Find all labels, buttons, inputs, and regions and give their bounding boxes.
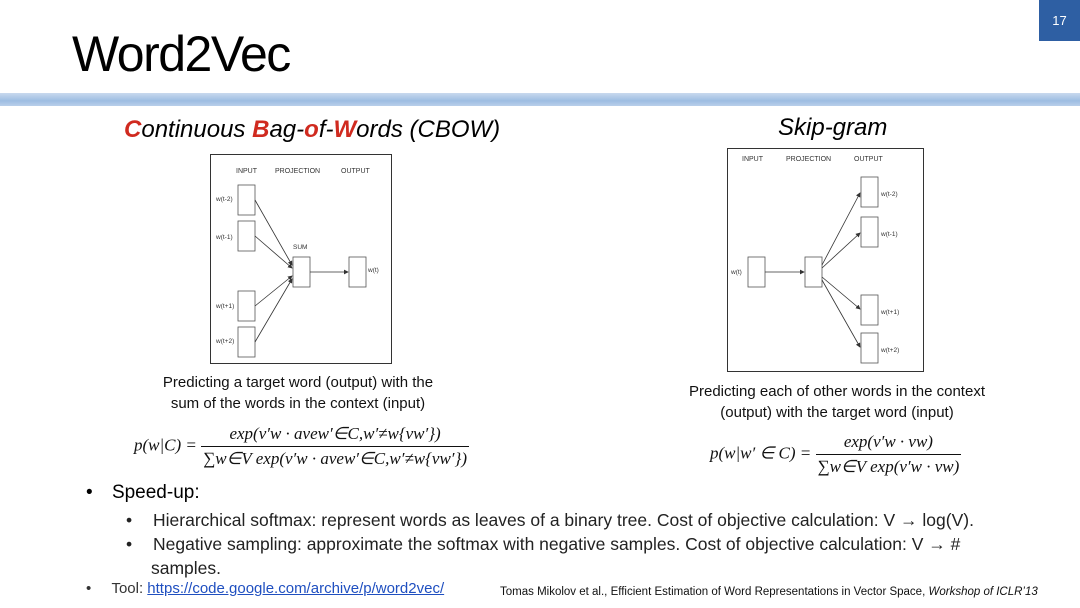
cbow-heading-w: W [333,116,357,143]
cbow-projection-label: PROJECTION [275,168,320,175]
cbow-input-node [237,220,256,252]
skipgram-formula-denominator: ∑w∈V exp(v′w · vw) [817,457,960,476]
slide-number: 17 [1039,0,1080,41]
cbow-caption-line: Predicting a target word (output) with t… [162,374,434,391]
bullet-dot: • [126,510,133,530]
skipgram-formula-fraction: exp(v′w · vw) ∑w∈V exp(v′w · vw) [815,432,962,477]
skipgram-edge [821,192,861,266]
cbow-heading-text-3: f- [318,116,334,143]
skipgram-heading: Skip-gram [778,114,888,141]
skipgram-caption-line: Predicting each of other words in the co… [688,383,985,400]
citation: Tomas Mikolov et al., Efficient Estimati… [500,586,1038,598]
skipgram-input-label: INPUT [742,156,764,163]
cbow-input-word: w(t-1) [215,234,233,241]
skipgram-projection-node [804,256,823,288]
skipgram-formula-lhs: p(w|w′ ∈ C) = [710,443,812,463]
negative-sampling-text: Negative sampling: approximate the softm… [153,534,961,554]
negative-sampling-bullet: • Negative sampling: approximate the sof… [126,532,960,556]
cbow-heading: Continuous Bag-of-Words (CBOW) [124,114,500,146]
skipgram-input-node [747,256,766,288]
citation-venue: Workshop of ICLR’13 [928,586,1038,598]
cbow-edge [254,278,293,343]
bullet-dot: • [86,482,93,503]
cbow-heading-b: B [252,116,270,143]
speedup-label: Speed-up: [111,482,200,503]
skipgram-output-word: w(t-1) [880,231,898,238]
cbow-input-word: w(t+1) [215,303,234,310]
title-divider-bar [0,93,1080,106]
cbow-input-node [237,184,256,216]
skipgram-output-node [860,332,879,364]
citation-text: Tomas Mikolov et al., Efficient Estimati… [500,586,929,598]
skipgram-output-node [860,176,879,208]
cbow-heading-o: o [304,116,319,143]
skipgram-projection-label: PROJECTION [786,156,831,163]
bullet-dot: • [126,534,133,554]
cbow-architecture-diagram: INPUT PROJECTION OUTPUT w(t-2) w(t-1) w(… [210,154,392,364]
tool-label: Tool: [111,580,148,597]
cbow-edge [254,235,293,269]
cbow-formula-denominator: ∑w∈V exp(v′w · avew′∈C,w′≠w{vw′}) [203,449,467,468]
skipgram-output-node [860,216,879,248]
speedup-bullet: • Speed-up: [86,482,200,504]
skipgram-output-word: w(t+1) [880,309,899,316]
cbow-input-node [237,290,256,322]
cbow-input-label: INPUT [236,168,258,175]
skipgram-edge [821,279,861,348]
cbow-heading-text-2: ag- [269,116,305,143]
cbow-heading-text-1: ontinuous [141,116,253,143]
tool-bullet: • Tool: https://code.google.com/archive/… [86,580,444,597]
hierarchical-softmax-bullet: • Hierarchical softmax: represent words … [126,508,974,532]
word2vec-link[interactable]: https://code.google.com/archive/p/word2v… [147,580,445,597]
cbow-edge [254,275,293,307]
skipgram-output-node [860,294,879,326]
cbow-output-label: OUTPUT [341,168,371,175]
skipgram-input-word: w(t) [730,269,742,276]
skipgram-edge [821,232,861,269]
hierarchical-softmax-text: Hierarchical softmax: represent words as… [153,510,974,530]
cbow-input-node [237,326,256,358]
cbow-caption: Predicting a target word (output) with t… [130,372,466,414]
cbow-heading-c: C [124,116,142,143]
cbow-formula-fraction: exp(v′w · avew′∈C,w′≠w{vw′}) ∑w∈V exp(v′… [201,424,469,469]
skipgram-architecture-diagram: INPUT PROJECTION OUTPUT w(t) w(t-2) w(t-… [727,148,924,372]
slide-title: Word2Vec [72,26,291,82]
cbow-formula-numerator: exp(v′w · avew′∈C,w′≠w{vw′}) [201,424,469,447]
skipgram-caption-line: (output) with the target word (input) [720,404,954,421]
cbow-heading-text-4: ords (CBOW) [356,116,501,143]
skipgram-edge [821,276,861,310]
cbow-caption-line: sum of the words in the context (input) [170,395,426,412]
skipgram-formula: p(w|w′ ∈ C) = exp(v′w · vw) ∑w∈V exp(v′w… [710,432,962,477]
cbow-formula: p(w|C) = exp(v′w · avew′∈C,w′≠w{vw′}) ∑w… [134,424,469,469]
cbow-edge [254,199,293,266]
cbow-input-word: w(t-2) [215,196,233,203]
bullet-dot: • [86,580,92,597]
skipgram-caption: Predicting each of other words in the co… [664,381,1010,423]
skipgram-output-label: OUTPUT [854,156,884,163]
negative-sampling-text-continued: samples. [151,558,222,578]
skipgram-formula-numerator: exp(v′w · vw) [815,432,962,455]
skipgram-output-word: w(t+2) [880,347,899,354]
cbow-projection-node [292,256,311,288]
cbow-input-word: w(t+2) [215,338,234,345]
cbow-output-word: w(t) [367,267,379,274]
cbow-output-node [348,256,367,288]
skipgram-output-word: w(t-2) [880,191,898,198]
cbow-sum-label: SUM [293,244,307,251]
cbow-formula-lhs: p(w|C) = [134,435,197,455]
